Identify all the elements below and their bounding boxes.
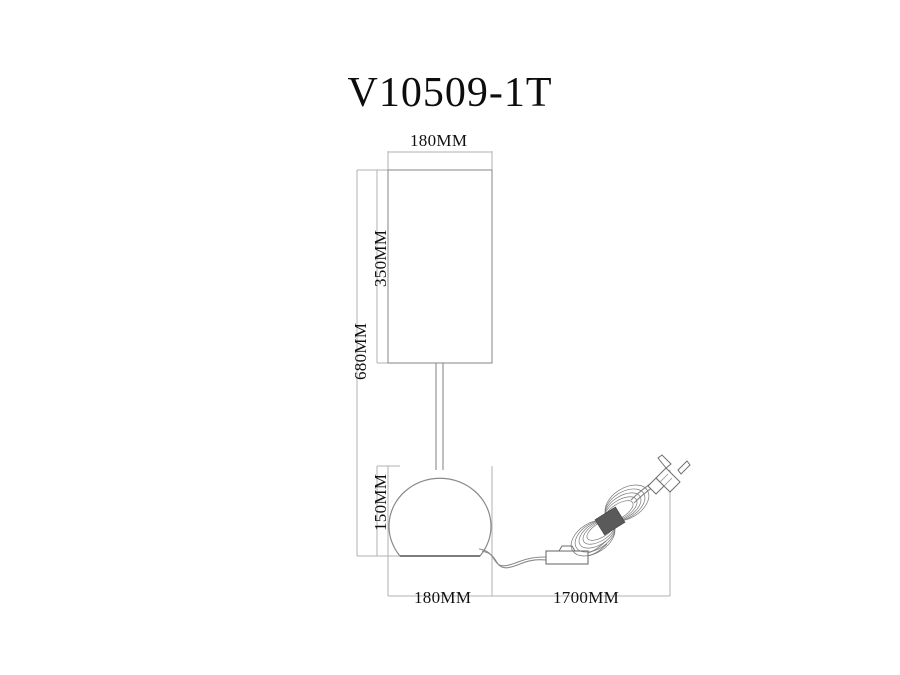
plug-prong: [657, 454, 672, 469]
power-cord-base-to-switch: [478, 548, 547, 567]
dim-label-base-height: 150MM: [371, 473, 390, 531]
bundle-binding-band: [594, 506, 626, 536]
plug-body-detail-line: [659, 473, 669, 483]
lamp-shade-body: [387, 169, 493, 364]
coiled-cord-bundle: [570, 484, 650, 557]
dim-label-total-height: 680MM: [351, 322, 370, 380]
inline-switch: [545, 545, 589, 565]
lamp-shade: [387, 169, 493, 364]
power-cord-base-to-switch-inner: [481, 550, 547, 569]
dim-label-shade-width: 180MM: [410, 131, 468, 150]
spherical-base: [388, 477, 492, 557]
plug-body-detail-line: [663, 477, 673, 487]
spherical-base-body: [388, 477, 492, 557]
dim-label-base-width: 180MM: [414, 588, 472, 607]
lamp-stem: [435, 363, 444, 470]
dim-label-cord-length: 1700MM: [553, 588, 620, 607]
page-title: V10509-1T: [347, 70, 553, 116]
dim-label-shade-height: 350MM: [371, 229, 390, 287]
plug-body: [655, 467, 681, 493]
dimension-lines: [356, 151, 671, 597]
two-prong-plug: [647, 454, 691, 495]
plug-prong: [677, 460, 691, 475]
inline-switch-body: [545, 550, 589, 565]
